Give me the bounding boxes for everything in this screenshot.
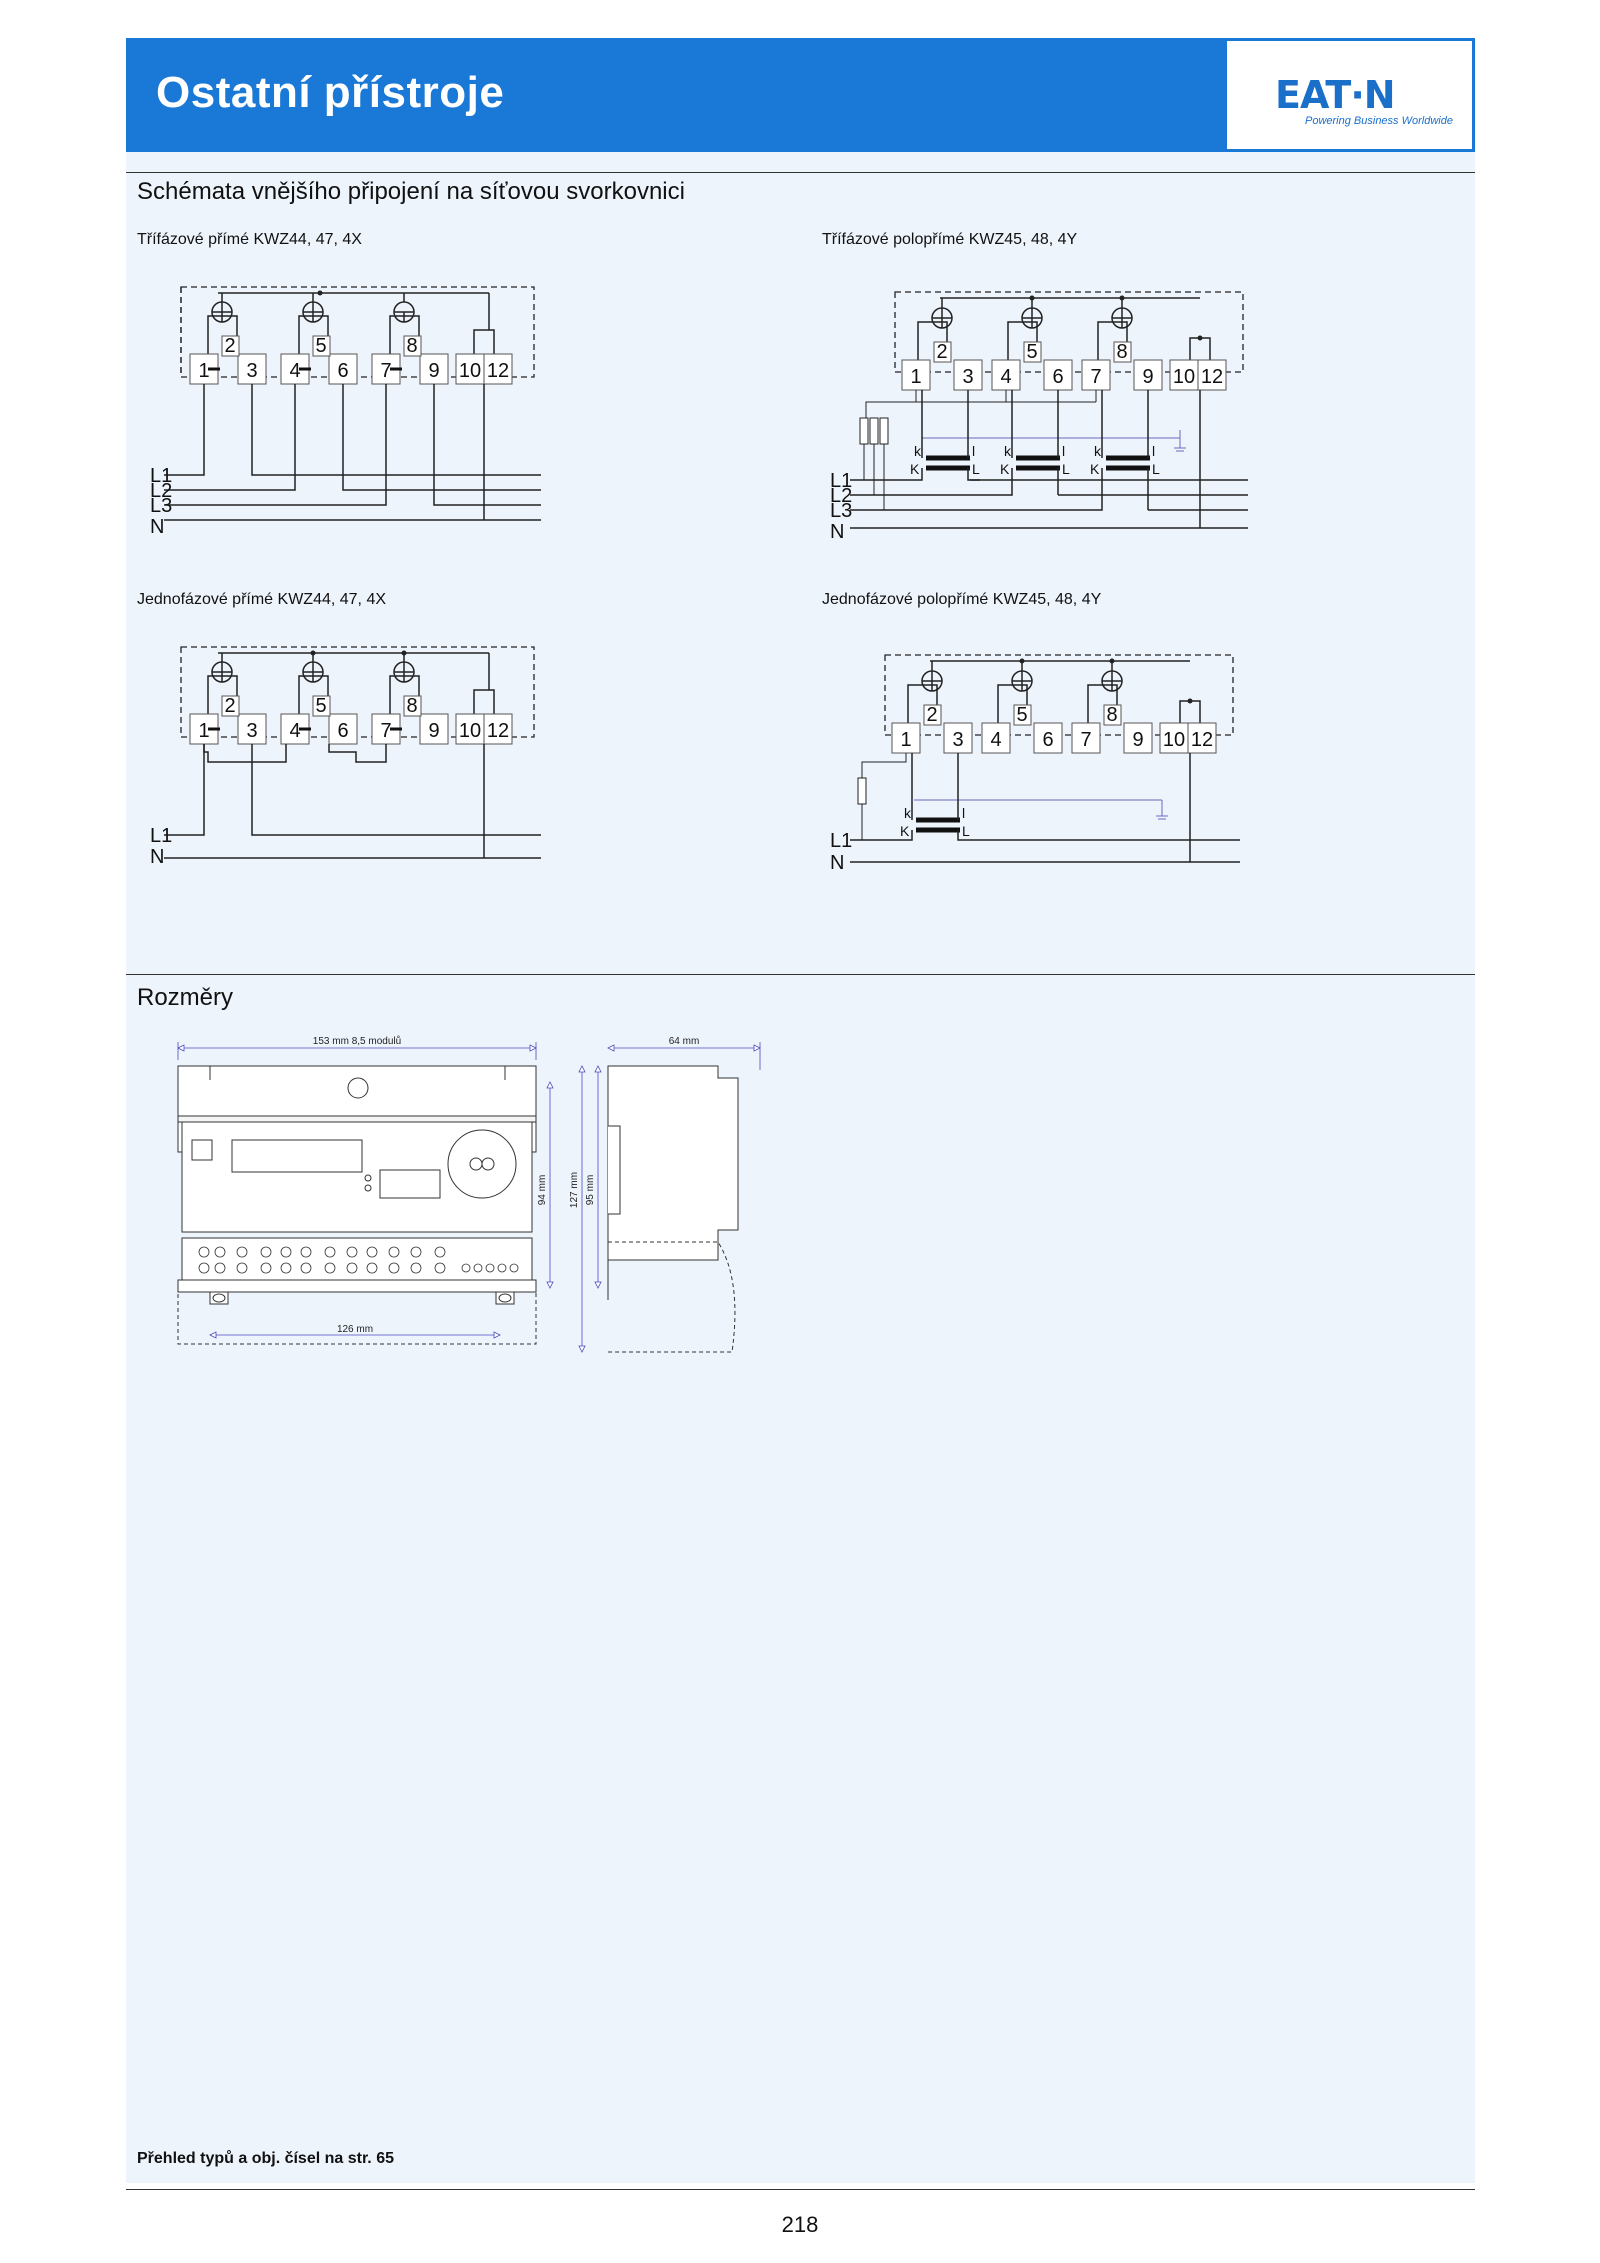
svg-text:K: K <box>1000 461 1010 477</box>
svg-text:N: N <box>830 852 844 874</box>
svg-text:L1: L1 <box>830 470 852 492</box>
svg-text:N: N <box>830 521 844 543</box>
svg-text:1: 1 <box>198 720 209 742</box>
svg-text:1: 1 <box>198 360 209 382</box>
svg-text:9: 9 <box>1132 729 1143 751</box>
logo-tagline: Powering Business Worldwide <box>1305 115 1453 127</box>
svg-text:7: 7 <box>380 720 391 742</box>
section-divider <box>126 974 1475 975</box>
footer-note: Přehled typů a obj. čísel na str. 65 <box>137 2150 394 2167</box>
caption-single-phase-semi: Jednofázové polopřímé KWZ45, 48, 4Y <box>822 591 1102 608</box>
svg-text:k: k <box>1004 443 1012 459</box>
svg-text:2: 2 <box>936 341 947 363</box>
logo-wordmark: EAT·N <box>1275 73 1396 117</box>
eaton-logo: EAT·N Powering Business Worldwide <box>1227 41 1472 149</box>
svg-text:10: 10 <box>1173 366 1195 388</box>
svg-text:1: 1 <box>900 729 911 751</box>
dimensions-section-title: Rozměry <box>137 984 234 1011</box>
svg-text:12: 12 <box>1191 729 1213 751</box>
svg-text:3: 3 <box>246 720 257 742</box>
svg-text:6: 6 <box>1052 366 1063 388</box>
svg-text:L: L <box>1152 461 1160 477</box>
svg-text:2: 2 <box>224 335 235 357</box>
dim-mount-label: 126 mm <box>337 1324 373 1335</box>
svg-text:N: N <box>150 846 164 868</box>
svg-text:8: 8 <box>1116 341 1127 363</box>
svg-text:5: 5 <box>315 695 326 717</box>
footer-divider <box>126 2189 1475 2190</box>
caption-three-phase-direct: Třífázové přímé KWZ44, 47, 4X <box>137 231 362 248</box>
svg-text:k: k <box>1094 443 1102 459</box>
svg-text:2: 2 <box>224 695 235 717</box>
svg-text:L3: L3 <box>150 495 172 517</box>
svg-text:5: 5 <box>1016 704 1027 726</box>
svg-text:6: 6 <box>337 360 348 382</box>
svg-text:K: K <box>910 461 920 477</box>
dim-body-height-label: 94 mm <box>537 1175 548 1206</box>
caption-three-phase-semi: Třífázové polopřímé KWZ45, 48, 4Y <box>822 231 1078 248</box>
svg-text:N: N <box>150 516 164 538</box>
svg-text:9: 9 <box>1142 366 1153 388</box>
svg-text:12: 12 <box>1201 366 1223 388</box>
svg-text:3: 3 <box>246 360 257 382</box>
svg-text:10: 10 <box>459 720 481 742</box>
page-title: Ostatní přístroje <box>156 68 505 117</box>
svg-text:10: 10 <box>459 360 481 382</box>
svg-text:4: 4 <box>289 720 300 742</box>
svg-text:l: l <box>1062 443 1065 459</box>
svg-text:3: 3 <box>962 366 973 388</box>
svg-text:L1: L1 <box>150 465 172 487</box>
svg-text:4: 4 <box>1000 366 1011 388</box>
svg-text:L1: L1 <box>150 825 172 847</box>
svg-text:l: l <box>962 805 965 821</box>
svg-text:6: 6 <box>337 720 348 742</box>
svg-text:k: k <box>914 443 922 459</box>
dim-total-height-label: 127 mm <box>569 1172 580 1208</box>
svg-text:9: 9 <box>428 360 439 382</box>
section-divider <box>126 172 1475 173</box>
page-number: 218 <box>781 2212 819 2237</box>
svg-text:3: 3 <box>952 729 963 751</box>
svg-text:L3: L3 <box>830 500 852 522</box>
svg-text:7: 7 <box>1080 729 1091 751</box>
svg-text:K: K <box>900 823 910 839</box>
svg-text:l: l <box>972 443 975 459</box>
svg-text:l: l <box>1152 443 1155 459</box>
caption-single-phase-direct: Jednofázové přímé KWZ44, 47, 4X <box>137 591 387 608</box>
svg-text:L2: L2 <box>830 485 852 507</box>
dim-width-label: 153 mm 8,5 modulů <box>313 1035 401 1047</box>
svg-text:5: 5 <box>315 335 326 357</box>
svg-text:10: 10 <box>1163 729 1185 751</box>
svg-text:4: 4 <box>990 729 1001 751</box>
svg-text:L: L <box>962 823 970 839</box>
svg-text:L: L <box>972 461 980 477</box>
svg-text:1: 1 <box>910 366 921 388</box>
svg-text:k: k <box>904 805 912 821</box>
svg-text:K: K <box>1090 461 1100 477</box>
svg-text:7: 7 <box>1090 366 1101 388</box>
svg-text:7: 7 <box>380 360 391 382</box>
dim-depth-label: 64 mm <box>669 1036 700 1047</box>
svg-text:12: 12 <box>487 720 509 742</box>
svg-text:6: 6 <box>1042 729 1053 751</box>
dim-front-height-label: 95 mm <box>585 1175 596 1206</box>
diagram-single-phase-direct: 1 3 4 6 7 9 10 12 2 5 8 L1N <box>150 646 541 868</box>
svg-text:8: 8 <box>406 695 417 717</box>
dimension-drawing: 153 mm 8,5 modulů 64 mm 126 mm 94 mm 127… <box>177 1035 761 1353</box>
svg-text:2: 2 <box>926 704 937 726</box>
svg-text:8: 8 <box>1106 704 1117 726</box>
svg-text:L2: L2 <box>150 480 172 502</box>
svg-text:L: L <box>1062 461 1070 477</box>
wiring-section-title: Schémata vnějšího připojení na síťovou s… <box>137 178 685 205</box>
svg-text:5: 5 <box>1026 341 1037 363</box>
svg-text:4: 4 <box>289 360 300 382</box>
svg-text:12: 12 <box>487 360 509 382</box>
svg-text:8: 8 <box>406 335 417 357</box>
page-header: Ostatní přístroje EAT·N Powering Busines… <box>126 38 1475 152</box>
svg-text:L1: L1 <box>830 830 852 852</box>
svg-text:9: 9 <box>428 720 439 742</box>
